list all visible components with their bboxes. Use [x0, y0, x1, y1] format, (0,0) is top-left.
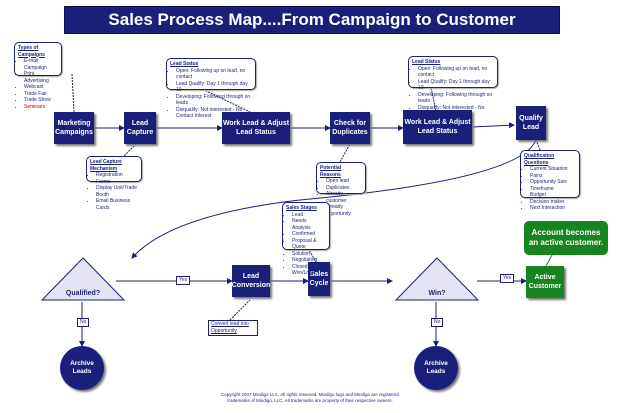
note-item: Trade Fair [24, 91, 58, 98]
note-item: Lead Qualify: Day 1 through day 10 [176, 81, 252, 94]
note-item: Print Advertising [24, 71, 58, 84]
active-customer-callout: Account becomes an active customer. [524, 221, 608, 255]
note-item: Confirmed [292, 231, 326, 238]
lead-status-note-2: Lead Status Open: Following up on lead, … [408, 56, 498, 117]
note-head: Sales Stages [286, 205, 317, 211]
yes-tag-2: Yes [500, 274, 515, 283]
duplicate-reasons-note: Potential Reasons Open lead Duplicates A… [316, 162, 366, 217]
note-item: Needs Analysis [292, 218, 326, 231]
qualification-questions-note: Qualification Questions Current Situatio… [520, 150, 580, 211]
note-item: Lead Qualify: Day 1 through day 10 [418, 79, 494, 92]
note-item: Trade Show [24, 97, 58, 104]
note-item: Registration Forms [96, 172, 138, 185]
note-item: Lead [292, 212, 326, 219]
note-item: Duplicates [326, 185, 362, 192]
note-item: Email Business Cards [96, 198, 138, 211]
sales-stages-note: Sales Stages Lead Needs Analysis Confirm… [282, 202, 330, 276]
note-item: Developing: Following through on leads [418, 92, 494, 105]
win-decision-triangle [394, 257, 480, 301]
work-lead-box-1: Work Lead & Adjust Lead Status [222, 112, 290, 144]
qualified-decision-triangle [40, 257, 126, 301]
note-item: Closed Won/Lost [292, 264, 326, 277]
sales-cycle-box: Sales Cycle [308, 262, 330, 296]
archive-leads-circle-2: Archive Leads [414, 346, 458, 390]
note-item: Disqualify: Not interested - No Contact … [176, 107, 252, 120]
note-head: Qualification Questions [524, 153, 555, 166]
note-item: Negotiating [292, 257, 326, 264]
note-item: Open lead [326, 178, 362, 185]
copyright-footer: Copyright 2007 Mindigo LLC. All rights r… [220, 392, 400, 403]
lead-capture-note: Lead Capture Mechanism Registration Form… [86, 156, 142, 211]
check-duplicates-box: Check for Duplicates [330, 112, 370, 144]
note-item: Disqualify: Not interested - No Contact … [418, 105, 494, 118]
convert-note: Convert lead into Opportunity [208, 320, 258, 336]
note-item: Next Interaction [530, 205, 576, 212]
note-item: Already opportunity [326, 204, 362, 217]
note-item: Developing: Following through on leads [176, 94, 252, 107]
win-label: Win? [428, 290, 446, 297]
note-head: Types of Campaigns [18, 45, 45, 58]
note-item: Decision maker [530, 199, 576, 206]
note-item: Pains [530, 173, 576, 180]
note-item: Display Unit/Trade Booth [96, 185, 138, 198]
note-item: E-mail Campaign [24, 58, 58, 71]
note-item: Open: Following up on lead, no contact [418, 66, 494, 79]
note-item: Timeframe [530, 186, 576, 193]
note-item: Seminars [24, 104, 58, 111]
archive-leads-circle-1: Archive Leads [60, 346, 104, 390]
note-head: Lead Status [170, 61, 199, 67]
note-item: Webcast [24, 84, 58, 91]
note-item: Open: Following up on lead, no contact [176, 68, 252, 81]
qualified-label: Qualified? [65, 290, 101, 297]
work-lead-box-2: Work Lead & Adjust Lead Status [403, 110, 472, 144]
note-head: Lead Capture Mechanism [90, 159, 122, 172]
note-item: Already customer [326, 191, 362, 204]
note-item: Budget [530, 192, 576, 199]
yes-tag-1: Yes [176, 276, 191, 285]
marketing-campaigns-box: Marketing Campaigns [54, 112, 94, 144]
note-item: Opportunity Size [530, 179, 576, 186]
no-tag-1: No [77, 318, 90, 327]
lead-status-note-1: Lead Status Open: Following up on lead, … [166, 58, 256, 119]
page-title: Sales Process Map....From Campaign to Cu… [64, 6, 560, 34]
note-item: Proposal & Quote [292, 238, 326, 251]
campaign-types-note: Types of Campaigns E-mail Campaign Print… [14, 42, 62, 110]
note-item: Current Situation [530, 166, 576, 173]
lead-capture-box: Lead Capture [124, 112, 156, 144]
note-head: Potential Reasons [320, 165, 342, 178]
active-customer-box: Active Customer [526, 266, 564, 298]
no-tag-2: No [431, 318, 444, 327]
qualify-lead-box: Qualify Lead [516, 106, 546, 140]
note-item: Solution [292, 251, 326, 258]
lead-conversion-box: Lead Conversion [232, 265, 270, 297]
note-head: Lead Status [412, 59, 441, 65]
